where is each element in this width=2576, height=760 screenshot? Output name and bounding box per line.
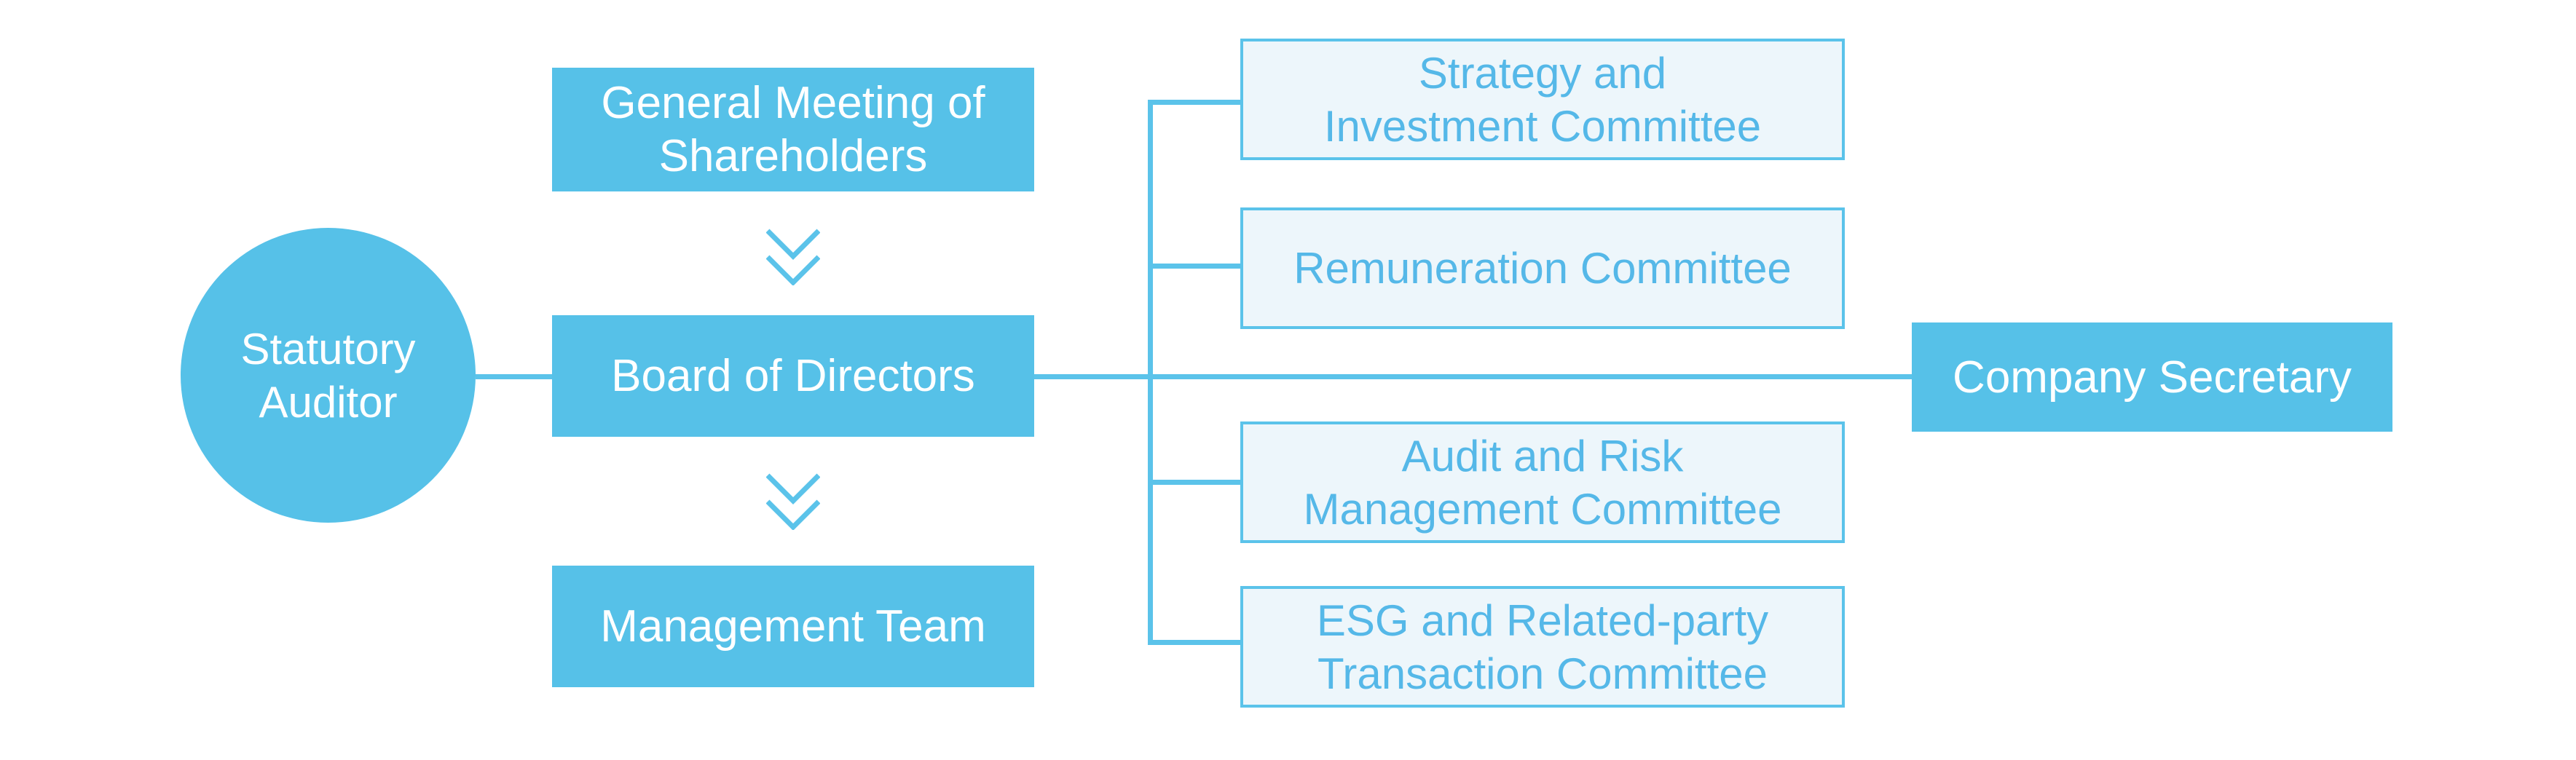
audit-risk-committee-node: Audit and Risk Management Committee: [1240, 421, 1845, 543]
double-chevron-down-icon: [766, 229, 820, 285]
strategy-investment-committee-node: Strategy and Investment Committee: [1240, 39, 1845, 160]
strategy-investment-committee-label-line1: Strategy and: [1418, 48, 1667, 98]
statutory-auditor-label-line1: Statutory: [240, 324, 416, 373]
connector-auditor-board: [476, 374, 552, 379]
esg-transaction-committee-label-line1: ESG and Related-party: [1316, 595, 1769, 645]
board-of-directors-node: Board of Directors: [552, 315, 1034, 437]
esg-transaction-committee-node: ESG and Related-party Transaction Commit…: [1240, 586, 1845, 708]
connector-stub-audit: [1151, 480, 1243, 485]
company-secretary-label: Company Secretary: [1953, 352, 2352, 403]
management-team-node: Management Team: [552, 566, 1034, 687]
general-meeting-label-line1: General Meeting of: [601, 78, 985, 128]
esg-transaction-committee-label-line2: Transaction Committee: [1317, 649, 1768, 698]
connector-committee-trunk: [1148, 100, 1153, 645]
general-meeting-label-line2: Shareholders: [658, 131, 928, 181]
strategy-investment-committee-label-line2: Investment Committee: [1323, 101, 1762, 151]
company-secretary-node: Company Secretary: [1912, 322, 2392, 432]
double-chevron-down-icon: [766, 473, 820, 530]
general-meeting-node: General Meeting of Shareholders: [552, 68, 1034, 191]
board-of-directors-label: Board of Directors: [611, 351, 975, 401]
connector-board-secretary: [1034, 374, 1912, 379]
remuneration-committee-node: Remuneration Committee: [1240, 207, 1845, 329]
management-team-label: Management Team: [600, 601, 986, 652]
statutory-auditor-node: Statutory Auditor: [181, 228, 476, 523]
connector-stub-remuneration: [1151, 264, 1243, 269]
connector-stub-esg: [1151, 640, 1243, 645]
remuneration-committee-label: Remuneration Committee: [1293, 244, 1792, 293]
audit-risk-committee-label-line1: Audit and Risk: [1401, 431, 1684, 480]
statutory-auditor-label-line2: Auditor: [259, 377, 398, 427]
connector-stub-strategy: [1151, 100, 1243, 105]
audit-risk-committee-label-line2: Management Committee: [1303, 484, 1782, 534]
